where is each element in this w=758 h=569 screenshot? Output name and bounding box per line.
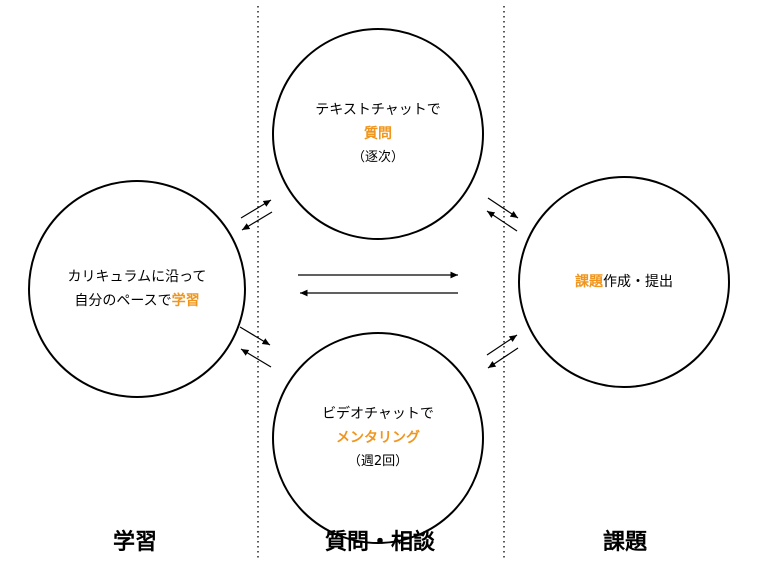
assignment-line: 課題作成・提出 xyxy=(575,270,673,294)
video-chat-accent: メンタリング xyxy=(336,430,420,446)
assignment-circle: 課題作成・提出 xyxy=(518,176,730,388)
text-chat-line1: テキストチャットで xyxy=(315,102,441,118)
text-chat-circle: テキストチャットで 質問 （逐次） xyxy=(272,28,484,240)
learning-line1: カリキュラムに沿って xyxy=(67,269,207,285)
arrow-textchat-to-assignment xyxy=(487,197,519,219)
column-label-consultation: 質問・相談 xyxy=(324,530,436,555)
learning-line2: 自分のペースで学習 xyxy=(74,289,199,313)
arrow-videochat-to-assignment xyxy=(486,334,518,356)
column-label-learning: 学習 xyxy=(112,530,158,555)
video-chat-note: （週2回） xyxy=(347,454,409,469)
learning-accent: 学習 xyxy=(171,293,200,309)
text-chat-accent: 質問 xyxy=(364,126,392,142)
assignment-accent: 課題 xyxy=(575,274,603,290)
video-chat-line1: ビデオチャットで xyxy=(322,406,434,422)
learning-line2-prefix: 自分のペースで xyxy=(74,293,172,309)
arrow-videochat-to-learning xyxy=(240,348,272,368)
arrow-learning-to-textchat xyxy=(240,199,272,219)
column-label-assignment: 課題 xyxy=(602,530,648,555)
video-chat-circle: ビデオチャットで メンタリング （週2回） xyxy=(272,332,484,544)
arrow-textchat-to-learning xyxy=(241,211,273,231)
text-chat-note: （逐次） xyxy=(351,150,404,165)
learning-circle: カリキュラムに沿って 自分のペースで学習 xyxy=(28,180,246,398)
arrow-assignment-to-textchat xyxy=(486,210,518,232)
assignment-suffix: 作成・提出 xyxy=(603,274,673,290)
arrow-assignment-to-videochat xyxy=(487,347,519,369)
arrow-learning-to-videochat xyxy=(239,326,271,346)
